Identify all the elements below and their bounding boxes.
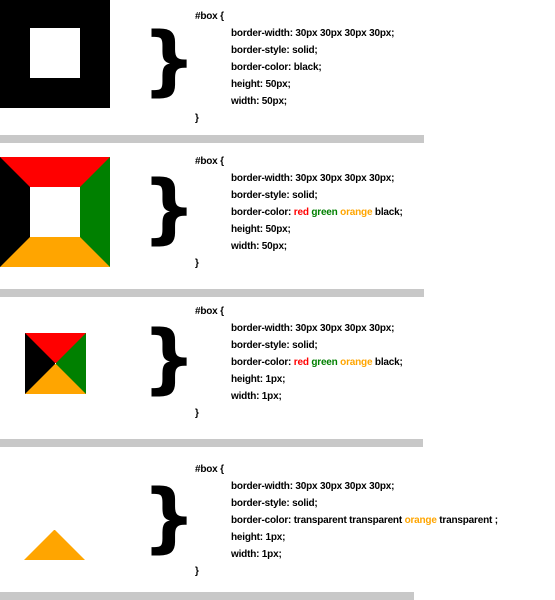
css-height: height: 50px; bbox=[231, 79, 291, 90]
box-demo-four-color-border bbox=[0, 157, 110, 267]
css-height: height: 1px; bbox=[231, 532, 286, 543]
css-height: height: 50px; bbox=[231, 224, 291, 235]
css-width: width: 50px; bbox=[231, 96, 287, 107]
css-border-style: border-style: solid; bbox=[231, 340, 318, 351]
separator-bar bbox=[0, 592, 414, 600]
css-color-black: black; bbox=[374, 207, 403, 218]
css-close-brace: } bbox=[195, 566, 199, 577]
css-width: width: 50px; bbox=[231, 241, 287, 252]
separator-bar bbox=[0, 289, 424, 297]
css-close-brace: } bbox=[195, 113, 199, 124]
css-border-color: border-color: transparent transparent or… bbox=[231, 512, 498, 529]
css-border-color-prefix: border-color: transparent transparent bbox=[231, 515, 402, 526]
css-border-color: border-color: red green orange black; bbox=[231, 354, 403, 371]
css-border-color: border-color: black; bbox=[231, 62, 322, 73]
css-color-orange: orange bbox=[404, 515, 437, 526]
css-border-style: border-style: solid; bbox=[231, 190, 318, 201]
panel-1: } #box { border-width: 30px 30px 30px 30… bbox=[0, 0, 555, 143]
css-border-color-suffix: transparent ; bbox=[439, 515, 498, 526]
css-color-red: red bbox=[293, 357, 309, 368]
box-demo-tiny-four-color-border bbox=[25, 333, 86, 394]
separator-bar bbox=[0, 135, 424, 143]
css-close-brace: } bbox=[195, 408, 199, 419]
css-selector: #box { bbox=[195, 11, 224, 22]
css-selector: #box { bbox=[195, 156, 224, 167]
css-color-orange: orange bbox=[340, 207, 373, 218]
curly-brace: } bbox=[142, 472, 197, 561]
css-border-color-prefix: border-color: bbox=[231, 357, 292, 368]
css-width: width: 1px; bbox=[231, 549, 282, 560]
css-border-color-prefix: border-color: bbox=[231, 207, 292, 218]
separator-bar bbox=[0, 439, 423, 447]
curly-brace: } bbox=[142, 163, 197, 252]
css-color-green: green bbox=[311, 207, 338, 218]
css-selector: #box { bbox=[195, 306, 224, 317]
css-border-width: border-width: 30px 30px 30px 30px; bbox=[231, 481, 395, 492]
curly-brace: } bbox=[142, 313, 197, 402]
css-color-black: black; bbox=[374, 357, 403, 368]
box-demo-black-border bbox=[0, 0, 110, 108]
css-selector: #box { bbox=[195, 464, 224, 475]
css-color-green: green bbox=[311, 357, 338, 368]
css-color-red: red bbox=[293, 207, 309, 218]
css-width: width: 1px; bbox=[231, 391, 282, 402]
css-border-style: border-style: solid; bbox=[231, 45, 318, 56]
css-border-style: border-style: solid; bbox=[231, 498, 318, 509]
css-border-color: border-color: red green orange black; bbox=[231, 204, 403, 221]
css-border-width: border-width: 30px 30px 30px 30px; bbox=[231, 173, 395, 184]
box-demo-orange-triangle bbox=[24, 499, 85, 560]
css-color-orange: orange bbox=[340, 357, 373, 368]
css-border-width: border-width: 30px 30px 30px 30px; bbox=[231, 323, 395, 334]
css-height: height: 1px; bbox=[231, 374, 286, 385]
css-border-width: border-width: 30px 30px 30px 30px; bbox=[231, 28, 395, 39]
css-close-brace: } bbox=[195, 258, 199, 269]
curly-brace: } bbox=[142, 15, 197, 104]
